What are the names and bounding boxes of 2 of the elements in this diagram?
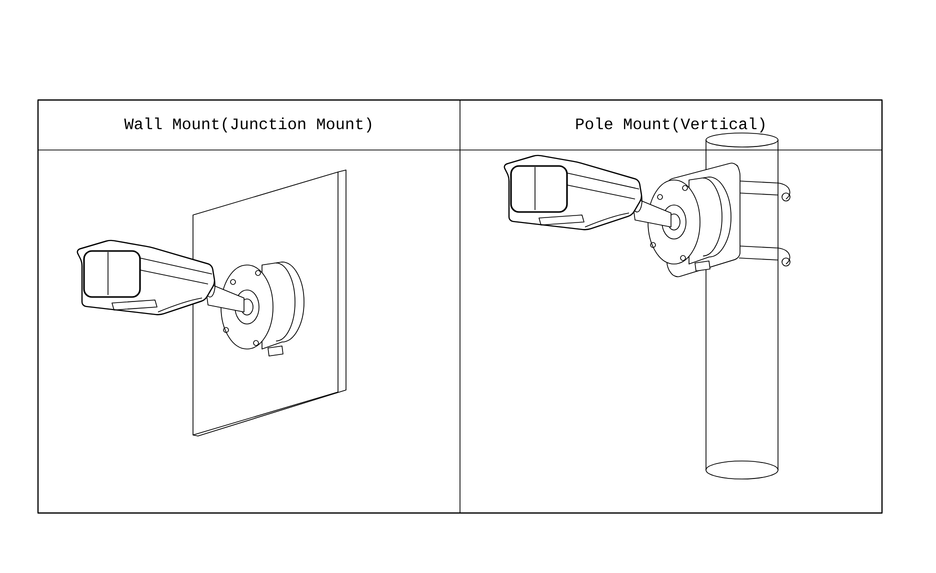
header-cell: Wall Mount(Junction Mount) bbox=[124, 118, 372, 132]
header-cell: Pole Mount(Vertical) bbox=[576, 118, 764, 132]
